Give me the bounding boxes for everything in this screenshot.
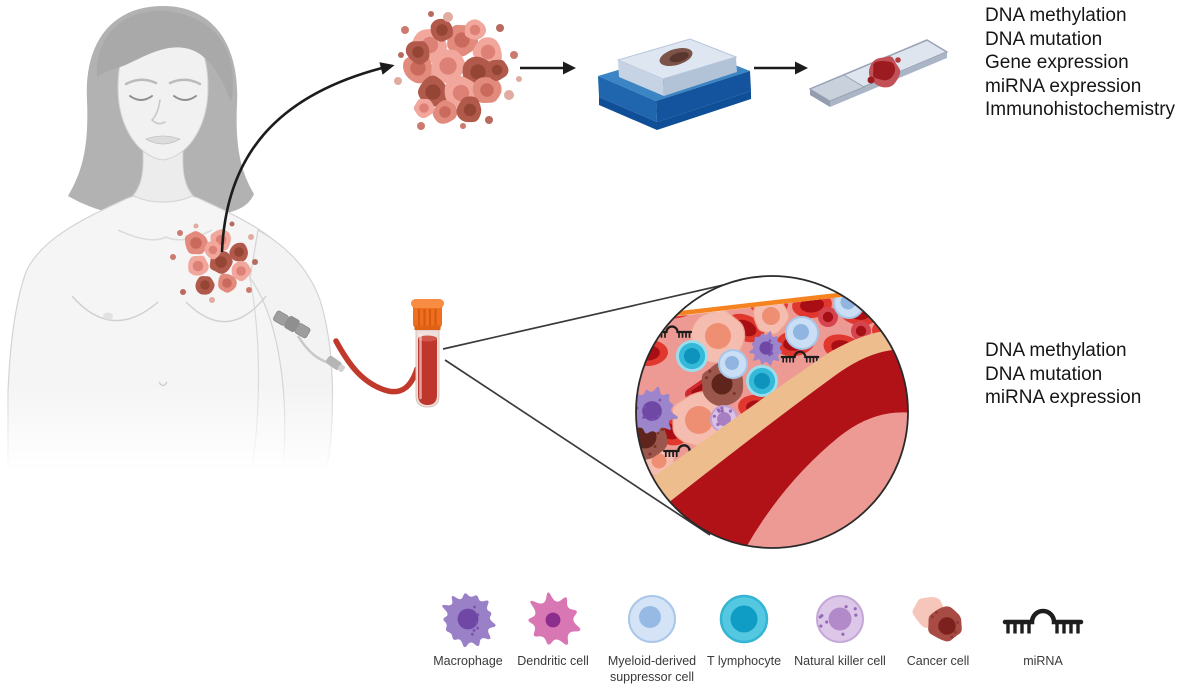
blood-analysis-list: DNA methylation DNA mutation miRNA expre… xyxy=(985,339,1141,410)
analysis-item: miRNA expression xyxy=(985,387,1142,408)
analysis-item: DNA mutation xyxy=(985,363,1103,385)
closed-eye xyxy=(173,95,197,101)
slide-smear xyxy=(867,56,901,88)
biopsy-arrow xyxy=(220,62,395,253)
legend-label: Macrophage xyxy=(433,654,503,668)
nk-cell-icon xyxy=(816,595,864,643)
patient-figure xyxy=(0,6,372,492)
flow-arrow-1 xyxy=(520,61,576,75)
legend-item-macrophage: Macrophage xyxy=(406,586,530,669)
legend-label: Dendritic cell xyxy=(517,654,589,668)
tumor-cell-cluster xyxy=(394,11,522,130)
vessel-wall-tan xyxy=(636,329,908,522)
blood-vessel-view xyxy=(636,276,908,548)
closed-eye xyxy=(129,95,153,101)
legend-item-t-lymphocyte: T lymphocyte xyxy=(682,586,806,669)
flow-arrow-2 xyxy=(754,61,808,75)
analysis-item: DNA methylation xyxy=(985,5,1127,26)
t-lymphocyte-icon xyxy=(719,594,769,644)
ffpe-tissue-block xyxy=(598,38,751,130)
mdsc-icon xyxy=(628,595,676,643)
legend-item-cancer-cell: Cancer cell xyxy=(876,586,1000,669)
cell-legend: Macrophage Dendritic cell Myeloid-derive… xyxy=(0,586,1202,690)
macrophage-icon xyxy=(442,593,496,648)
vessel-wall-red xyxy=(640,349,908,548)
stained-slide xyxy=(808,39,948,107)
legend-label: Natural killer cell xyxy=(794,654,886,668)
tissue-analysis-list: DNA methylation DNA mutation Gene expres… xyxy=(985,4,1175,122)
iv-catheter xyxy=(273,310,311,339)
tissue-sample xyxy=(659,47,693,67)
analysis-item: DNA methylation xyxy=(985,340,1127,361)
analysis-item: miRNA expression xyxy=(985,75,1142,97)
analysis-item: DNA mutation xyxy=(985,28,1103,50)
blood-collection-tube xyxy=(333,299,444,408)
analysis-item: Gene expression xyxy=(985,52,1129,73)
legend-label: T lymphocyte xyxy=(706,654,782,668)
magnifier-callout xyxy=(442,275,909,549)
blood-tubing xyxy=(333,338,420,395)
legend-label: miRNA xyxy=(1023,654,1063,668)
mirna-icon xyxy=(1002,608,1084,634)
legend-label: Myeloid-derived suppressor cell xyxy=(607,654,697,684)
legend-item-dendritic-cell: Dendritic cell xyxy=(491,586,615,669)
legend-item-mdsc: Myeloid-derived suppressor cell xyxy=(590,586,714,685)
cancer-cell-icon xyxy=(912,597,962,642)
dendritic-cell-icon xyxy=(528,592,581,645)
legend-item-mirna: miRNA xyxy=(981,586,1105,669)
breast-tumor xyxy=(170,221,258,303)
legend-item-nk-cell: Natural killer cell xyxy=(778,586,902,669)
legend-label: Cancer cell xyxy=(906,654,970,668)
analysis-item: Immunohistochemistry xyxy=(985,99,1176,120)
